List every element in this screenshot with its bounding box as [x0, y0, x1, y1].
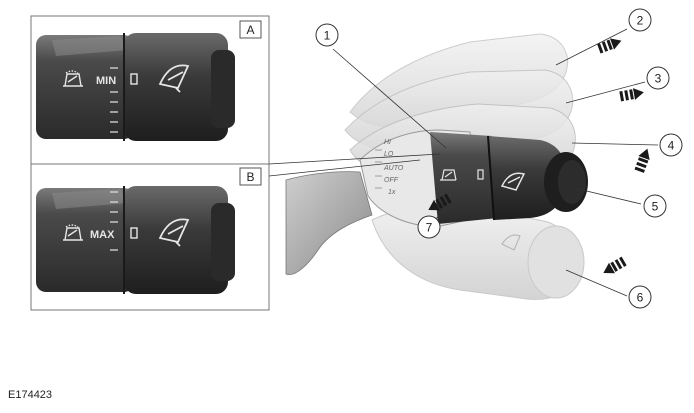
switch-position-marker	[130, 73, 138, 85]
leader-2	[555, 28, 628, 66]
leader-3	[565, 81, 646, 104]
callout-5: 5	[643, 194, 667, 218]
inset-b-label: B	[246, 170, 254, 184]
svg-text:3: 3	[655, 72, 662, 86]
arrow-position-4	[634, 148, 650, 173]
svg-text:5: 5	[652, 200, 659, 214]
scale-label-hi: HI	[384, 139, 391, 146]
scale-label-lo: LO	[384, 151, 394, 158]
svg-text:2: 2	[637, 14, 644, 28]
rear-wiper-icon	[440, 169, 457, 181]
inset-b-stalk: MAX	[36, 186, 235, 294]
rear-wiper-icon	[63, 70, 83, 87]
inset-a-scale-ticks	[110, 67, 118, 133]
arrow-position-2	[597, 38, 622, 54]
svg-text:7: 7	[426, 221, 433, 235]
arrow-position-7	[428, 193, 452, 211]
arrow-position-3	[619, 88, 644, 102]
inset-connector-a	[268, 153, 441, 165]
front-wiper-icon	[158, 64, 190, 93]
leader-4	[571, 142, 659, 146]
svg-text:6: 6	[637, 291, 644, 305]
switch-position-marker	[130, 227, 138, 239]
callout-3: 3	[646, 66, 670, 90]
inset-a-label-box	[239, 20, 262, 39]
inset-b-label-box	[239, 167, 262, 186]
svg-text:1: 1	[324, 29, 331, 43]
callout-7: 7	[417, 215, 441, 239]
inset-a-stalk: MIN	[36, 33, 235, 141]
inset-connector-b	[268, 159, 421, 177]
scale-label-off: OFF	[384, 177, 399, 184]
scale-label-auto: AUTO	[383, 165, 404, 172]
inset-a-min-label: MIN	[96, 75, 116, 87]
callout-6: 6	[628, 285, 652, 309]
leader-5	[573, 187, 642, 205]
front-wiper-icon	[158, 218, 190, 247]
inset-b: B MAX	[30, 163, 270, 311]
leader-1	[332, 48, 447, 149]
callout-4: 4	[659, 133, 683, 157]
callouts: 1 2 3 4 5 6 7	[315, 8, 683, 309]
main-stalk-illustration: HI LO AUTO OFF 1x	[285, 33, 588, 300]
arrow-position-6	[603, 256, 627, 274]
active-stalk: HI LO AUTO OFF 1x	[359, 129, 588, 227]
leader-lines	[268, 28, 659, 297]
inset-b-scale-ticks	[110, 191, 118, 251]
leader-6	[565, 269, 628, 297]
inset-b-max-label: MAX	[90, 229, 115, 241]
scale-label-single-wipe: 1x	[388, 189, 396, 196]
steering-column-arm	[285, 171, 373, 276]
callout-1: 1	[315, 23, 339, 47]
rear-wiper-icon	[63, 224, 83, 241]
callout-2: 2	[628, 8, 652, 32]
figure-id: E174423	[8, 389, 53, 401]
inset-a: A MIN	[30, 15, 270, 165]
inset-a-label: A	[246, 23, 254, 37]
svg-text:4: 4	[668, 139, 675, 153]
switch-position-marker	[477, 169, 484, 180]
front-wiper-icon	[500, 172, 526, 191]
motion-arrows	[428, 38, 650, 274]
